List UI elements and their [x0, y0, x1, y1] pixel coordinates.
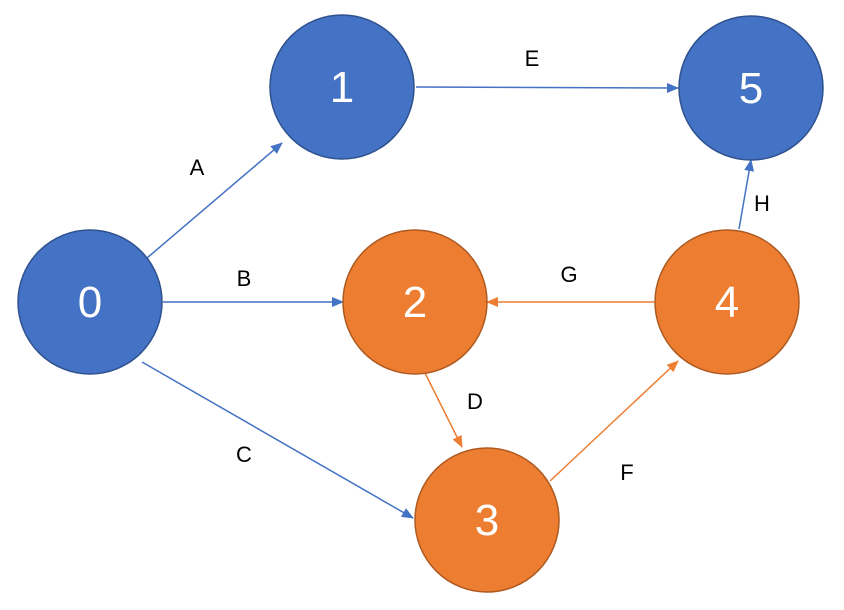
edge-label-d: D	[467, 389, 483, 414]
node-3-circle	[414, 447, 560, 593]
node-1-circle	[269, 14, 415, 160]
edge-label-e: E	[525, 46, 540, 71]
edge-label-a: A	[190, 155, 205, 180]
edge-label-f: F	[620, 460, 633, 485]
node-4-circle	[654, 229, 800, 375]
node-0-label: 0	[78, 278, 102, 327]
edge-labels: A B C D E F G H	[190, 46, 770, 485]
node-3: 3	[414, 447, 560, 593]
node-0-circle	[17, 229, 163, 375]
edges	[141, 82, 755, 519]
edge-label-c: C	[236, 442, 252, 467]
edge-f	[549, 360, 679, 482]
edge-a	[146, 142, 283, 259]
node-1: 1	[269, 14, 415, 160]
node-2-circle	[342, 229, 488, 375]
edge-e	[415, 82, 679, 93]
node-4-label: 4	[715, 278, 739, 327]
node-5-label: 5	[739, 64, 763, 113]
node-5-circle	[678, 15, 824, 161]
node-2: 2	[342, 229, 488, 375]
edge-h	[738, 159, 755, 230]
node-1-label: 1	[330, 63, 354, 112]
node-2-label: 2	[403, 278, 427, 327]
node-4: 4	[654, 229, 800, 375]
node-5: 5	[678, 15, 824, 161]
edge-c	[141, 361, 414, 519]
edge-label-b: B	[237, 266, 252, 291]
edge-label-g: G	[560, 262, 577, 287]
edge-d	[424, 372, 463, 448]
edge-label-h: H	[754, 191, 770, 216]
node-3-label: 3	[475, 496, 499, 545]
node-0: 0	[17, 229, 163, 375]
nodes: 0 1 2 3 4 5	[17, 14, 824, 593]
